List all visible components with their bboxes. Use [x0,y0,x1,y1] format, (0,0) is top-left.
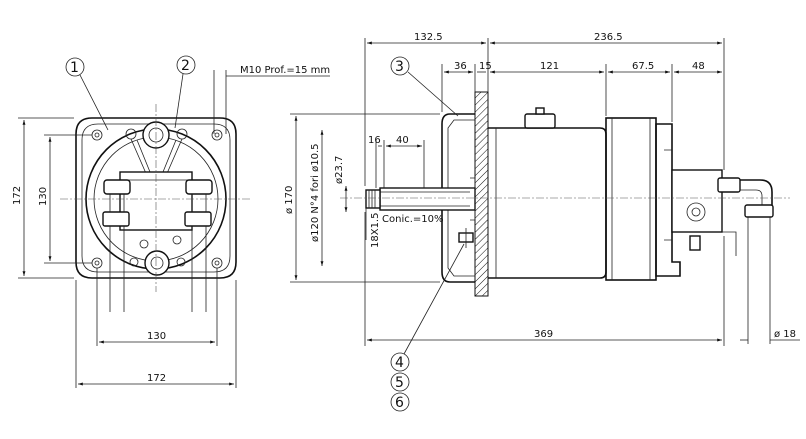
callout-2: 2 [181,58,190,74]
callout-3: 3 [395,59,404,75]
dim-width-outer: 172 [147,373,166,384]
dim-top-right: 236.5 [594,32,623,43]
side-view: 132.5 236.5 36 15 121 67.5 48 16 40 ø 17… [284,32,800,412]
callout-6: 6 [395,395,404,411]
dim-holes: ø120 N°4 fori ø10.5 [310,144,321,243]
dim-36: 36 [454,61,467,72]
callout-6-circle [390,392,410,412]
shaft [379,187,476,211]
dim-width-inner: 130 [147,331,166,342]
dim-thread: 18X1.5 [370,213,381,248]
callout-5: 5 [395,375,404,391]
dim-40: 40 [396,135,409,146]
callout-2-circle [176,55,196,75]
dim-18: ø 18 [774,329,796,340]
dim-15: 15 [479,61,492,72]
hydraulic-fittings [102,179,213,312]
dim-16: 16 [368,135,381,146]
shaft-thread [365,189,381,209]
dim-369: 369 [534,329,553,340]
front-flange-outline [75,117,237,279]
callout-4-circle [390,352,410,372]
dim-top-left: 132.5 [414,32,443,43]
mounting-plate [474,91,489,297]
dim-height-inner: 130 [38,187,49,206]
valve-block [655,123,681,277]
dim-121: 121 [540,61,559,72]
note-conic: Conic.=10% [382,214,444,225]
dim-48: 48 [692,61,705,72]
rear-cylinder [605,117,657,281]
callout-3-circle [390,56,410,76]
callout-1: 1 [70,60,79,76]
callout-1-circle [65,57,85,77]
note-m10: M10 Prof.=15 mm [240,65,330,76]
dim-67-5: 67.5 [632,61,654,72]
front-view: 172 130 130 172 M10 Prof.=15 mm 1 2 [12,55,330,388]
dim-height-outer: 172 [12,186,23,205]
main-housing [488,127,607,279]
callout-4: 4 [395,355,404,371]
dim-170: ø 170 [284,186,295,214]
callout-5-circle [390,372,410,392]
dim-23-7: ø23.7 [334,156,345,184]
